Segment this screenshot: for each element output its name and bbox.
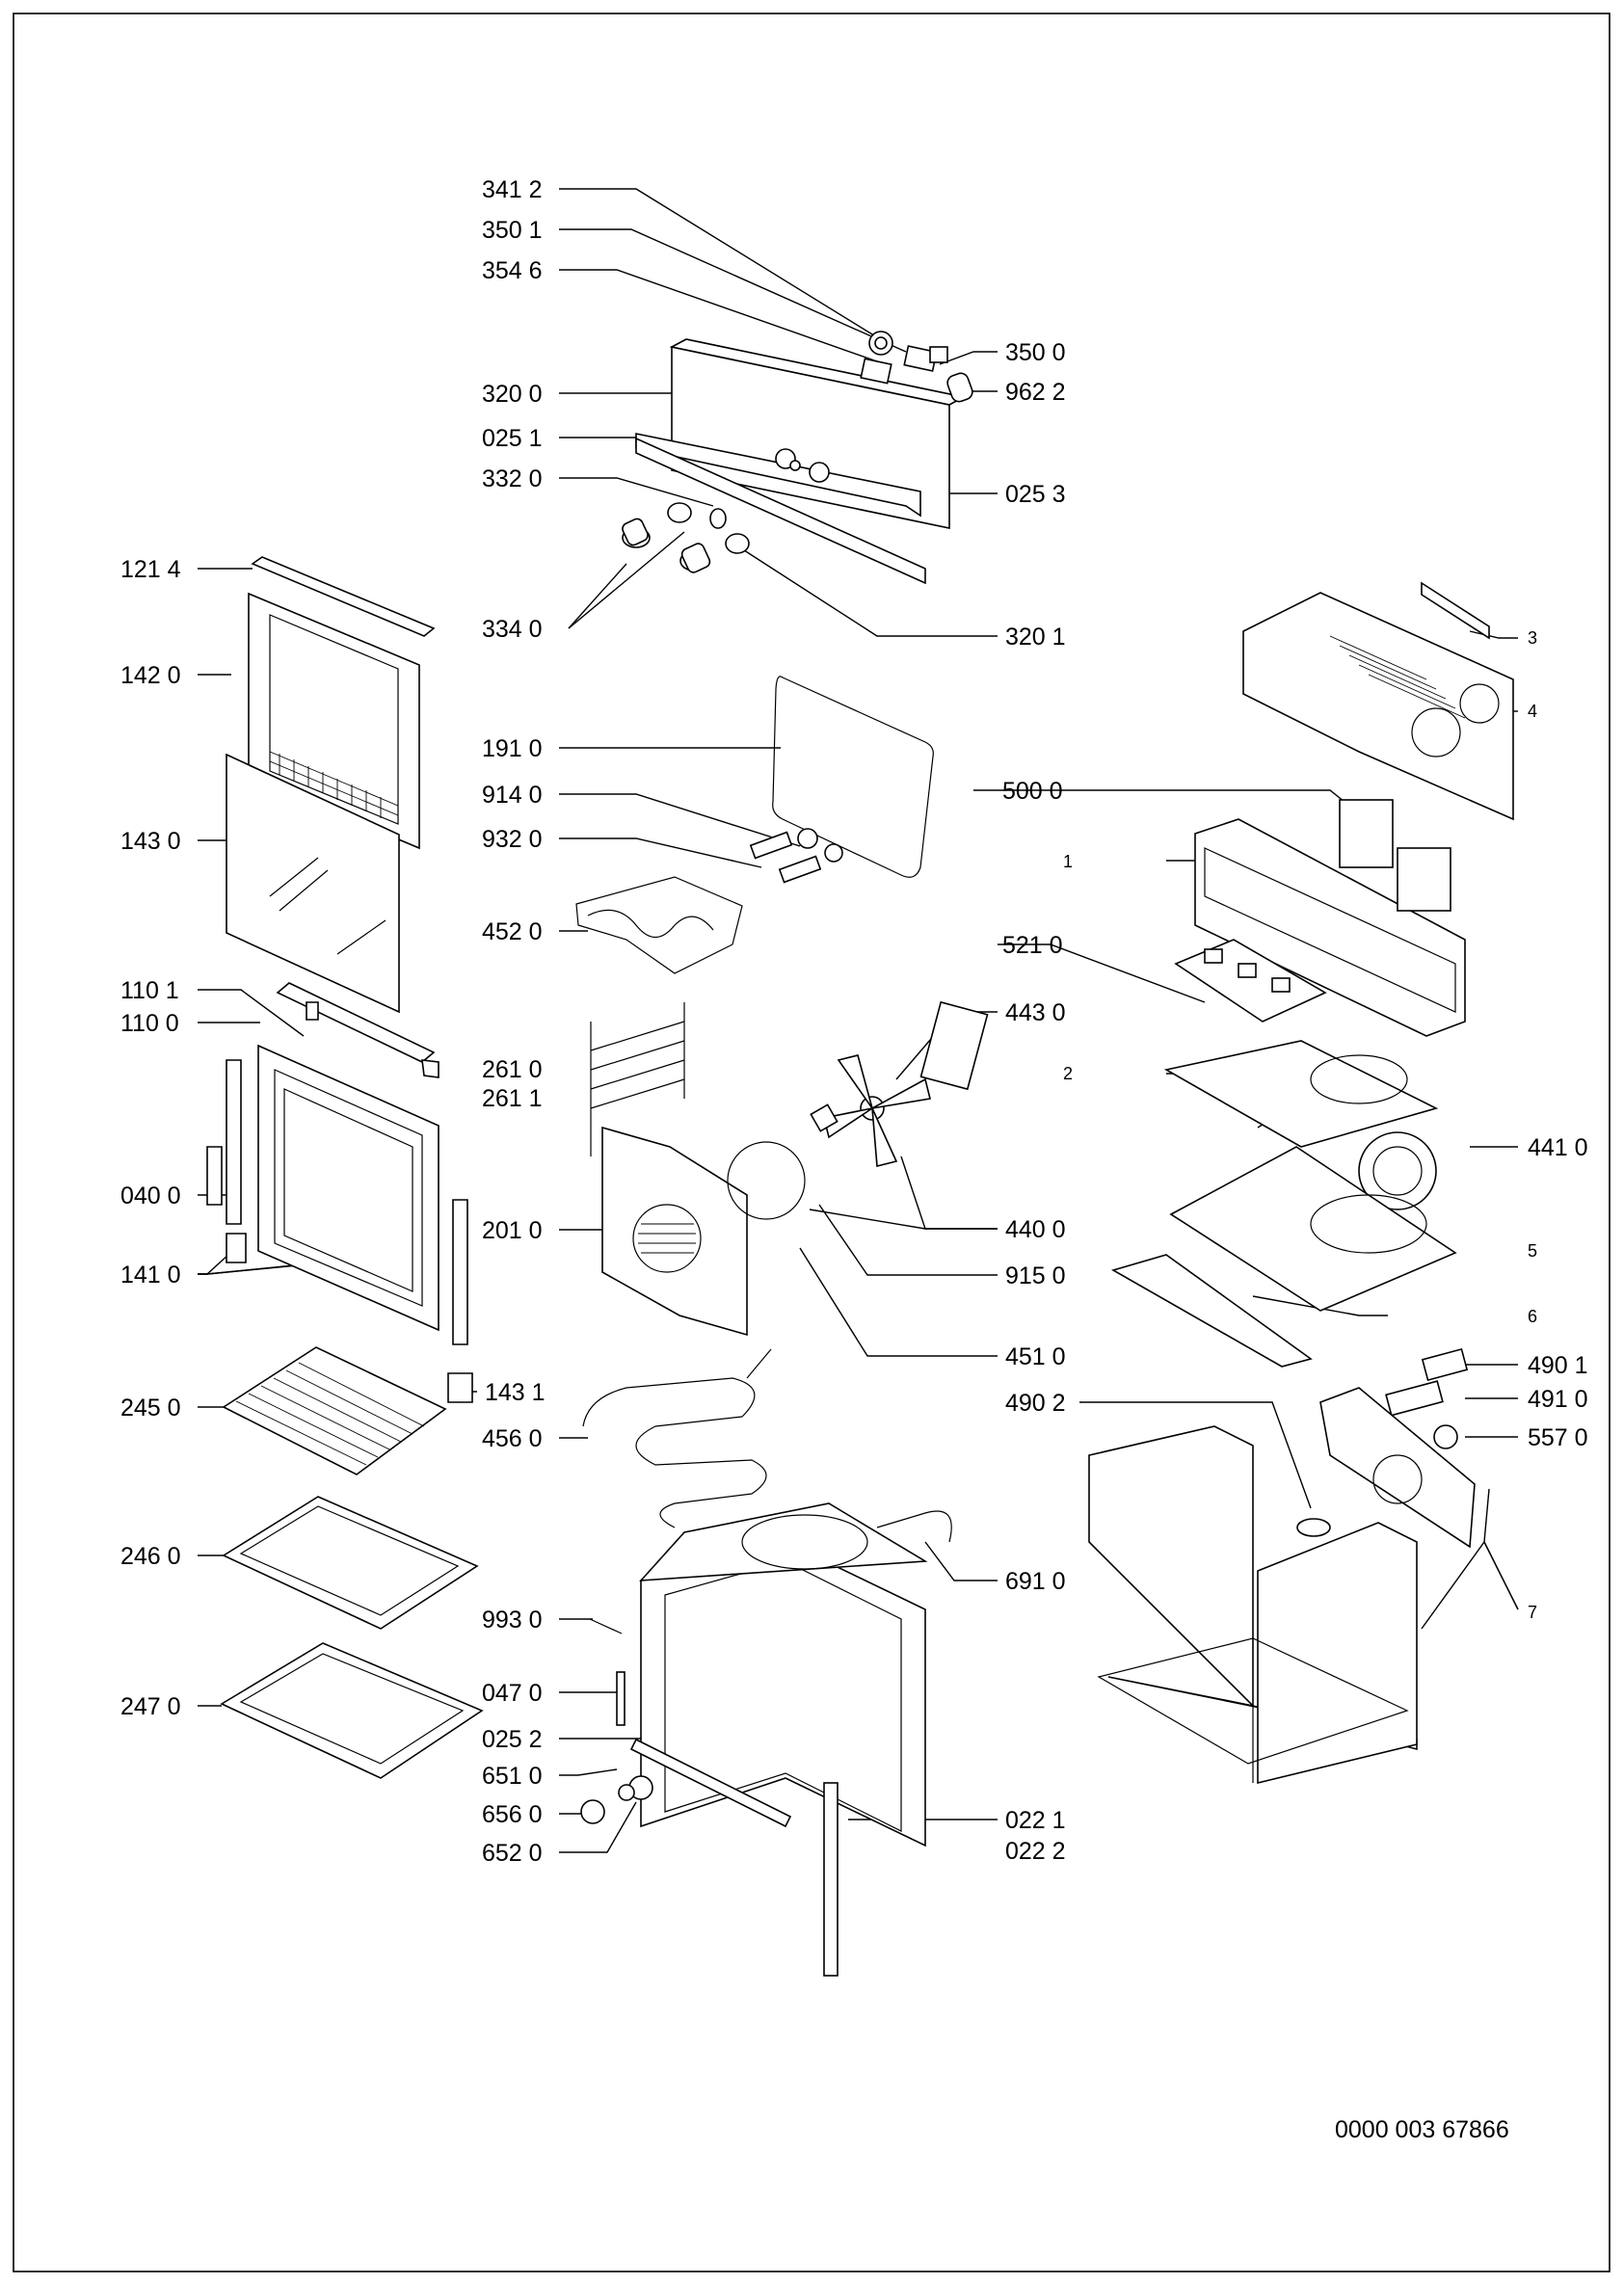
- label-040-0: 040 0: [120, 1182, 181, 1209]
- label-915-0: 915 0: [1005, 1262, 1066, 1289]
- label-491-0: 491 0: [1528, 1386, 1588, 1413]
- label-490-1: 490 1: [1528, 1352, 1588, 1379]
- document-number: 0000 003 67866: [1335, 2116, 1509, 2143]
- label-261-0: 261 0: [482, 1056, 543, 1083]
- label-110-0: 110 0: [120, 1010, 179, 1037]
- label-141-0: 141 0: [120, 1262, 181, 1289]
- label-143-0: 143 0: [120, 828, 181, 855]
- control-knobs: [622, 502, 750, 573]
- label-652-0: 652 0: [482, 1840, 543, 1867]
- label-441-0: 441 0: [1528, 1134, 1588, 1161]
- label-5: 5: [1528, 1241, 1537, 1261]
- label-047-0: 047 0: [482, 1680, 543, 1707]
- label-025-2: 025 2: [482, 1726, 543, 1753]
- label-1: 1: [1063, 852, 1073, 871]
- label-350-0: 350 0: [1005, 339, 1066, 366]
- label-341-2: 341 2: [482, 176, 543, 203]
- label-500-0: 500 0: [1002, 778, 1063, 805]
- label-456-0: 456 0: [482, 1425, 543, 1452]
- label-490-2: 490 2: [1005, 1390, 1066, 1417]
- label-993-0: 993 0: [482, 1607, 543, 1634]
- label-022-1: 022 1: [1005, 1807, 1066, 1834]
- label-191-0: 191 0: [482, 735, 543, 762]
- label-332-0: 332 0: [482, 465, 543, 492]
- racks-and-trays: [220, 1346, 484, 1779]
- label-320-0: 320 0: [482, 381, 543, 408]
- label-521-0: 521 0: [1002, 932, 1063, 959]
- label-440-0: 440 0: [1005, 1216, 1066, 1243]
- label-6: 6: [1528, 1307, 1537, 1326]
- label-261-1: 261 1: [482, 1085, 543, 1112]
- label-656-0: 656 0: [482, 1801, 543, 1828]
- label-201-0: 201 0: [482, 1217, 543, 1244]
- label-4: 4: [1528, 702, 1537, 721]
- label-025-1: 025 1: [482, 425, 543, 452]
- label-557-0: 557 0: [1528, 1424, 1588, 1451]
- label-962-2: 962 2: [1005, 379, 1066, 406]
- label-932-0: 932 0: [482, 826, 543, 853]
- callout-labels: 341 2 350 1 354 6 350 0 962 2 320 0 025 …: [120, 176, 1588, 2143]
- label-121-4: 121 4: [120, 556, 181, 583]
- label-651-0: 651 0: [482, 1763, 543, 1790]
- label-245-0: 245 0: [120, 1395, 181, 1421]
- label-691-0: 691 0: [1005, 1568, 1066, 1595]
- label-334-0: 334 0: [482, 616, 543, 643]
- label-3: 3: [1528, 628, 1537, 648]
- label-350-1: 350 1: [482, 217, 543, 244]
- right-parts: [1088, 581, 1514, 1785]
- label-143-1: 143 1: [485, 1379, 546, 1406]
- label-110-1: 110 1: [120, 977, 179, 1004]
- label-914-0: 914 0: [482, 782, 543, 809]
- label-320-1: 320 1: [1005, 624, 1066, 651]
- label-246-0: 246 0: [120, 1543, 181, 1570]
- label-247-0: 247 0: [120, 1693, 181, 1720]
- control-panel-assembly: [622, 331, 973, 585]
- label-025-3: 025 3: [1005, 481, 1066, 508]
- fan-blade: [823, 1054, 931, 1168]
- label-022-2: 022 2: [1005, 1838, 1066, 1865]
- label-354-6: 354 6: [482, 257, 543, 284]
- label-142-0: 142 0: [120, 662, 181, 689]
- label-451-0: 451 0: [1005, 1343, 1066, 1370]
- center-parts: [575, 676, 989, 1977]
- label-2: 2: [1063, 1064, 1073, 1083]
- page-border: [13, 13, 1611, 2272]
- label-452-0: 452 0: [482, 918, 543, 945]
- label-443-0: 443 0: [1005, 999, 1066, 1026]
- label-7: 7: [1528, 1603, 1537, 1622]
- door-assembly: [206, 556, 473, 1403]
